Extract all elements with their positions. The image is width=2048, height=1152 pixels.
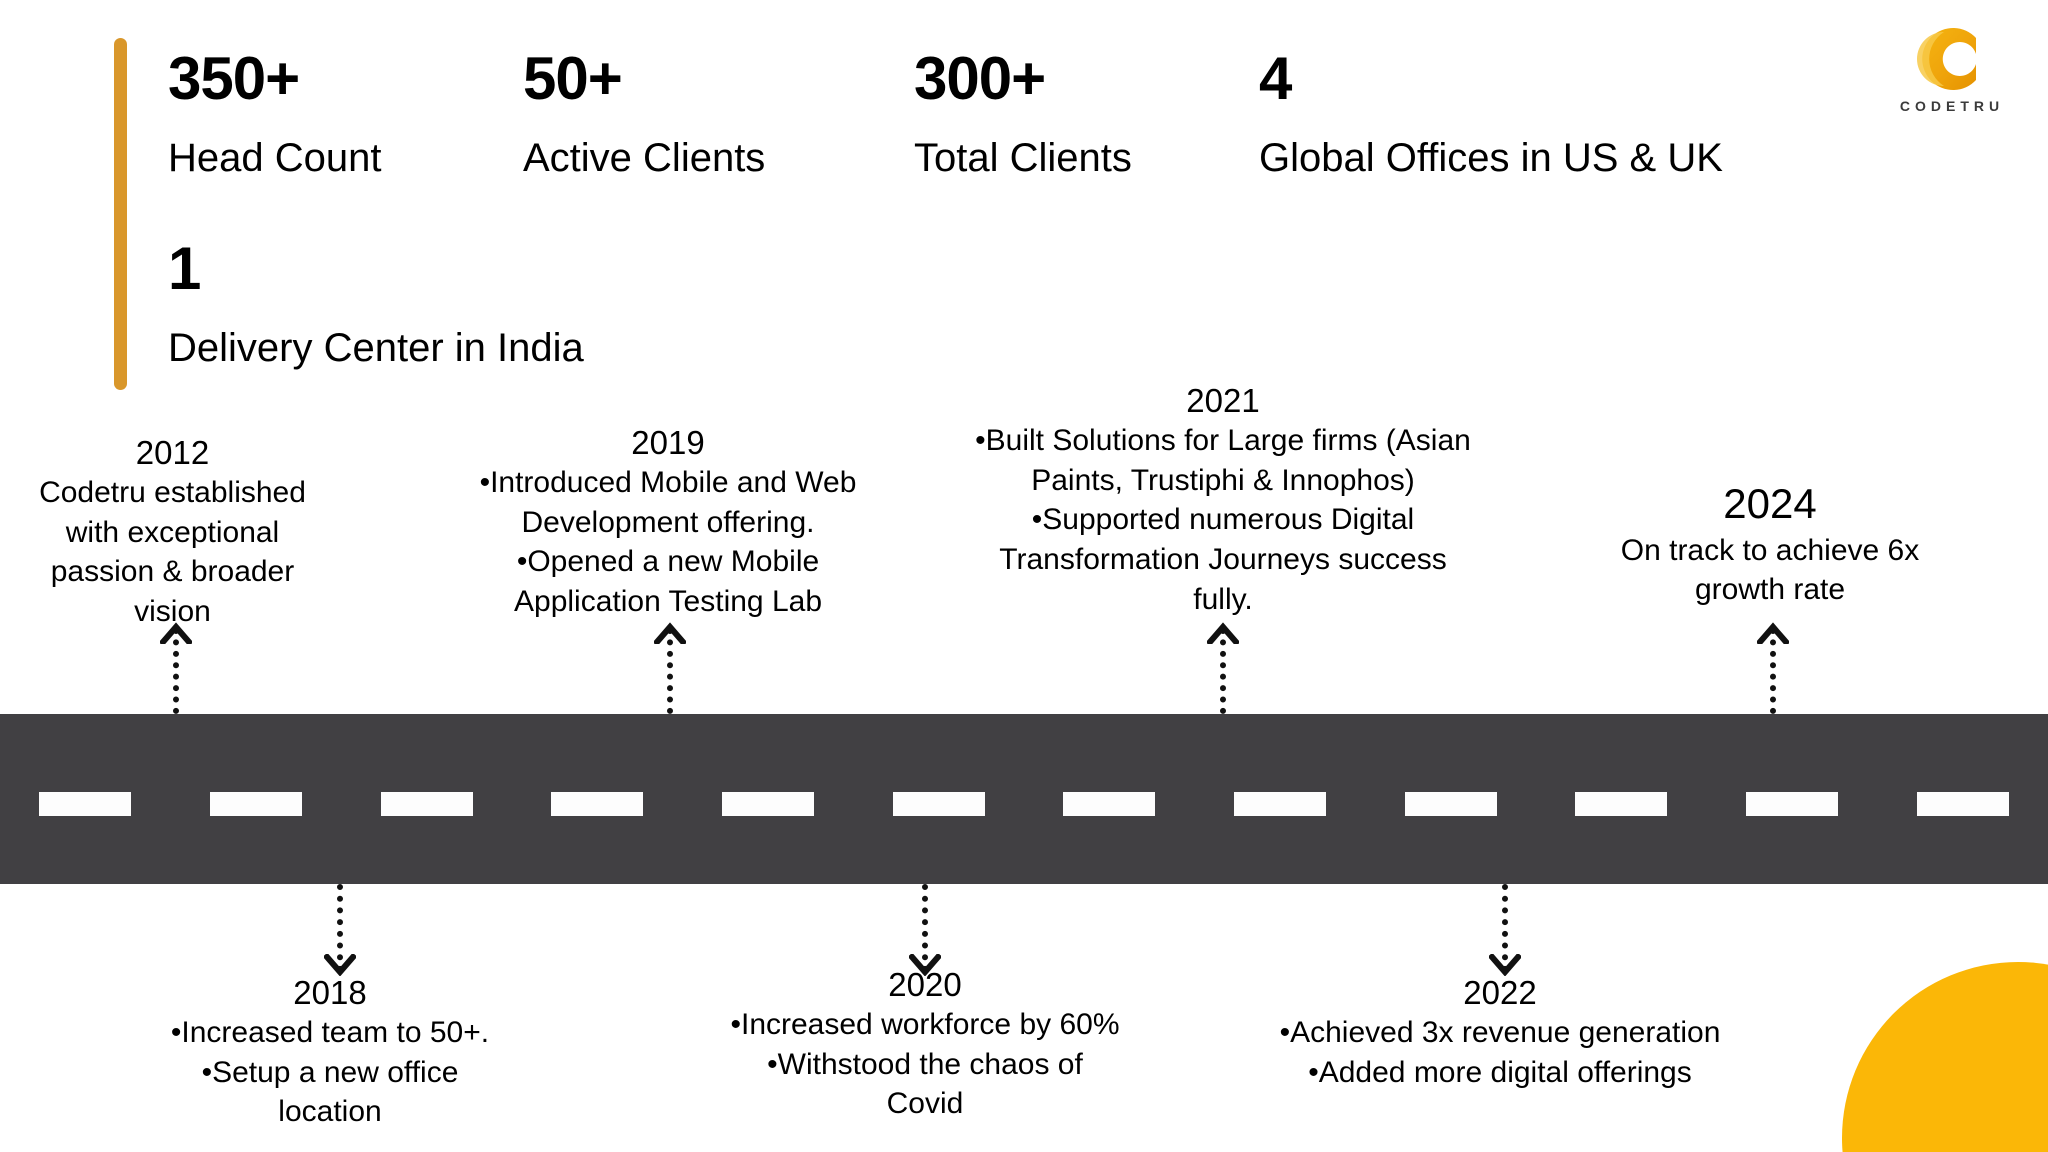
road-dash	[722, 792, 814, 816]
entry-body: •Achieved 3x revenue generation •Added m…	[1279, 1016, 1721, 1089]
stat-head-count: 350+ Head Count	[168, 48, 523, 179]
entry-year: 2024	[1723, 480, 1817, 527]
codetru-logo: CODETRU	[1888, 24, 2016, 120]
arrow-down-icon	[1489, 954, 1521, 976]
connector-line	[337, 884, 343, 972]
arrow-up-icon	[160, 622, 192, 644]
accent-bar	[114, 38, 127, 390]
stat-global-offices: 4 Global Offices in US & UK	[1259, 48, 1819, 179]
connector-line	[922, 884, 928, 972]
entry-body: •Introduced Mobile and Web Development o…	[479, 466, 857, 619]
road-dash	[1063, 792, 1155, 816]
arrow-up-icon	[1757, 622, 1789, 644]
connector-down-2020	[909, 884, 941, 976]
road-dash	[1746, 792, 1838, 816]
connector-up-2012	[160, 622, 192, 714]
connector-line	[1770, 628, 1776, 714]
road-dash	[551, 792, 643, 816]
entry-body: •Built Solutions for Large firms (Asian …	[975, 424, 1471, 616]
road-dash	[39, 792, 131, 816]
connector-line	[667, 628, 673, 714]
stat-label: Active Clients	[523, 136, 766, 181]
connector-down-2018	[324, 884, 356, 976]
timeline-entry-2021: 2021 •Built Solutions for Large firms (A…	[930, 380, 1516, 619]
stat-delivery-center: 1 Delivery Center in India	[168, 238, 584, 369]
road-dash	[1405, 792, 1497, 816]
entry-body: •Increased workforce by 60% •Withstood t…	[730, 1008, 1120, 1121]
stat-value: 350+	[168, 45, 300, 112]
timeline-entry-2024: 2024 On track to achieve 6x growth rate	[1570, 478, 1970, 610]
decorative-circle	[1842, 962, 2048, 1152]
stat-value: 300+	[914, 45, 1046, 112]
stat-label: Global Offices in US & UK	[1259, 136, 1723, 181]
entry-body: •Increased team to 50+. •Setup a new off…	[170, 1016, 490, 1129]
entry-year: 2022	[1463, 974, 1537, 1011]
stat-label: Delivery Center in India	[168, 326, 584, 371]
road-dash	[210, 792, 302, 816]
codetru-c-logo-icon	[1917, 28, 1976, 90]
timeline-entry-2020: 2020 •Increased workforce by 60% •Withst…	[690, 964, 1160, 1124]
entry-year: 2012	[135, 434, 210, 471]
connector-line	[173, 628, 179, 714]
logo-wordmark: CODETRU	[1899, 98, 2005, 114]
arrow-up-icon	[1207, 622, 1239, 644]
road-dash	[1575, 792, 1667, 816]
stat-value: 4	[1259, 45, 1292, 112]
connector-down-2022	[1489, 884, 1521, 976]
timeline-entry-2018: 2018 •Increased team to 50+. •Setup a ne…	[120, 972, 540, 1132]
connector-line	[1502, 884, 1508, 972]
arrow-down-icon	[324, 954, 356, 976]
entry-year: 2018	[293, 974, 367, 1011]
entry-year: 2021	[1186, 382, 1260, 419]
road-dash	[381, 792, 473, 816]
entry-body: On track to achieve 6x growth rate	[1620, 533, 1920, 607]
arrow-up-icon	[654, 622, 686, 644]
stat-label: Head Count	[168, 136, 382, 181]
connector-up-2024	[1757, 622, 1789, 714]
stats-row-primary: 350+ Head Count 50+ Active Clients 300+ …	[168, 48, 1819, 179]
road-dash	[1917, 792, 2009, 816]
stat-value: 1	[168, 235, 201, 302]
timeline-entry-2012: 2012 Codetru established with exceptiona…	[0, 432, 345, 632]
connector-line	[1220, 628, 1226, 714]
stat-label: Total Clients	[914, 136, 1132, 181]
timeline-entry-2019: 2019 •Introduced Mobile and Web Developm…	[440, 422, 896, 622]
arrow-down-icon	[909, 954, 941, 976]
stat-total-clients: 300+ Total Clients	[914, 48, 1259, 179]
entry-year: 2019	[631, 424, 705, 461]
stat-active-clients: 50+ Active Clients	[523, 48, 914, 179]
timeline-entry-2022: 2022 •Achieved 3x revenue generation •Ad…	[1240, 972, 1760, 1092]
road-dash	[1234, 792, 1326, 816]
stat-value: 50+	[523, 45, 623, 112]
connector-up-2021	[1207, 622, 1239, 714]
entry-body: Codetru established with exceptional pas…	[39, 476, 306, 629]
road-band	[0, 714, 2048, 884]
connector-up-2019	[654, 622, 686, 714]
road-dash	[893, 792, 985, 816]
